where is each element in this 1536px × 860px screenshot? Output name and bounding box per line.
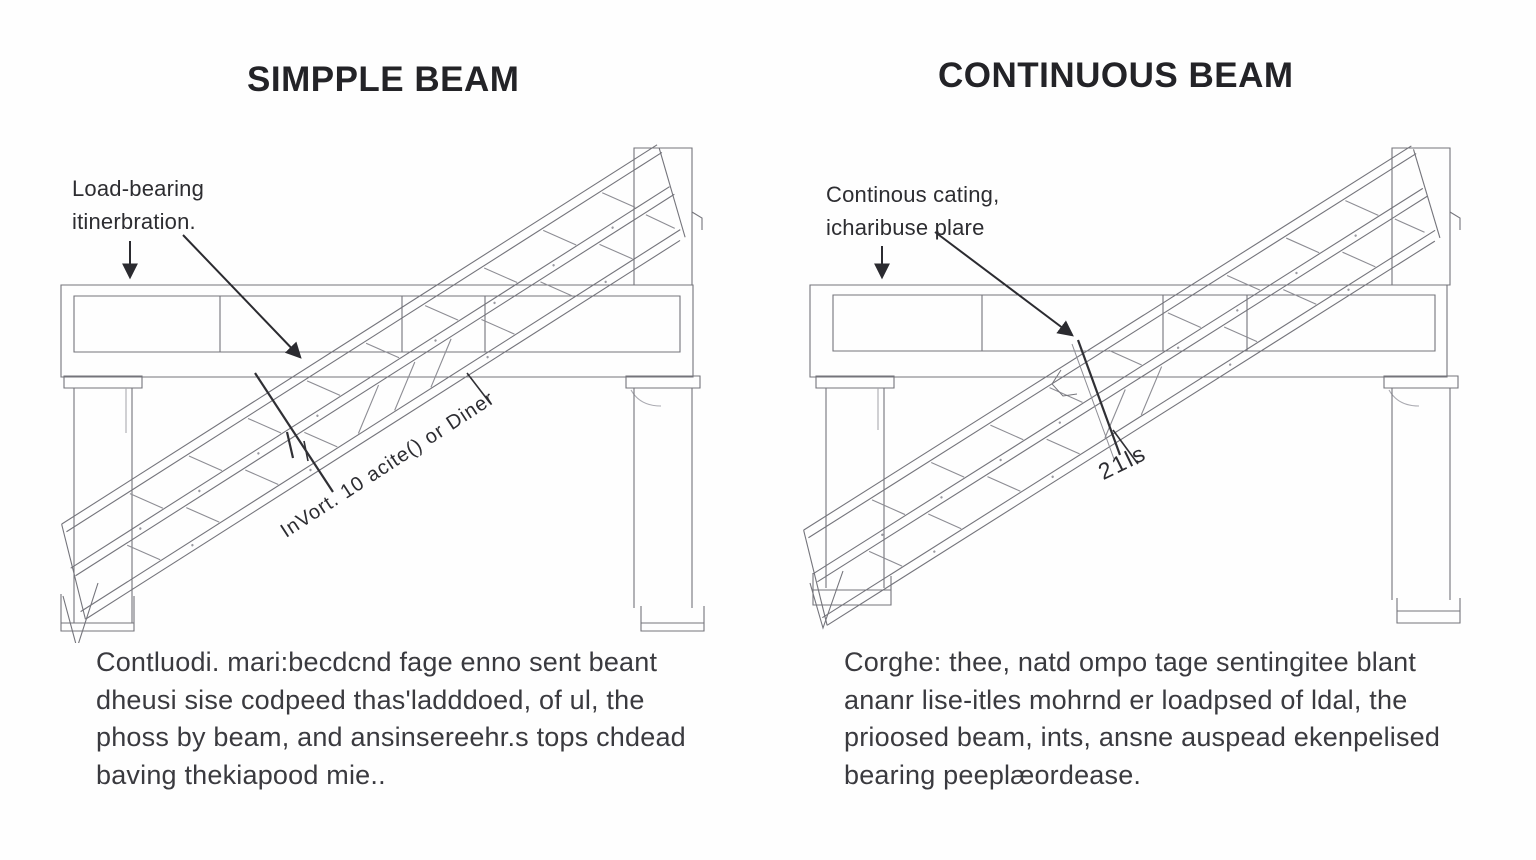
continuous-beam-drawing (795, 128, 1495, 643)
annotation-line: itinerbration. (72, 209, 196, 234)
caption-line: phoss by beam, and ansinsereehr.s tops c… (96, 722, 686, 752)
annotation-line: icharibuse plare (826, 215, 985, 240)
top-flange-stiffeners (130, 182, 635, 519)
right-column (1384, 376, 1460, 623)
beam-end-tip (810, 571, 843, 628)
caption-line: ananr lise-itles mohrnd er loadpsed of l… (844, 684, 1408, 715)
web-stiffeners (869, 209, 1426, 576)
simple-beam-title: SIMPPLE BEAM (247, 60, 520, 99)
beam-end-tip (63, 583, 98, 643)
left-column (61, 376, 142, 631)
connector-detail (1052, 340, 1138, 464)
continuous-beam-annotation: Continous cating, icharibuse plare (826, 178, 999, 244)
lintel-beam (61, 285, 693, 377)
continuous-beam-caption: Corghe: thee, natd ompo tage sentingitee… (844, 644, 1440, 794)
continuous-beam-title: CONTINUOUS BEAM (938, 56, 1294, 95)
diagonal-beam (795, 146, 1461, 625)
top-flange-stiffeners (872, 190, 1378, 525)
right-end-post (1392, 148, 1460, 285)
web-braces (342, 339, 467, 434)
caption-line: Corghe: thee, natd ompo tage sentingitee… (844, 647, 1417, 677)
right-end-post (634, 148, 702, 285)
right-column (626, 376, 704, 631)
left-column (813, 376, 894, 605)
annotation-line: Load-bearing (72, 176, 205, 201)
diagonal-arrow (935, 232, 1074, 337)
caption-line: prioosed beam, ints, ansne auspead ekenp… (844, 722, 1441, 752)
simple-beam-drawing (30, 128, 730, 643)
diagonal-arrow (183, 235, 302, 359)
caption-line: Contluodi. mari:becdcnd fage enno sent b… (96, 647, 658, 677)
rivet-dots (881, 234, 1357, 553)
splice-detail (255, 373, 490, 492)
rivet-dots (139, 226, 614, 547)
diagonal-beam (35, 145, 707, 619)
annotation-line: Continous cating, (826, 182, 1000, 207)
web-braces (1089, 367, 1178, 438)
web-stiffeners (127, 206, 676, 571)
caption-line: bearing peeplæordease. (844, 759, 1142, 790)
caption-line: baving thekiapood mie.. (96, 759, 386, 790)
caption-line: dheusi sise codpeed thas'ladddoed, of ul… (96, 684, 645, 715)
simple-beam-annotation: Load-bearing itinerbration. (72, 172, 204, 238)
lintel-beam (810, 285, 1447, 377)
simple-beam-caption: Contluodi. mari:becdcnd fage enno sent b… (96, 644, 686, 794)
